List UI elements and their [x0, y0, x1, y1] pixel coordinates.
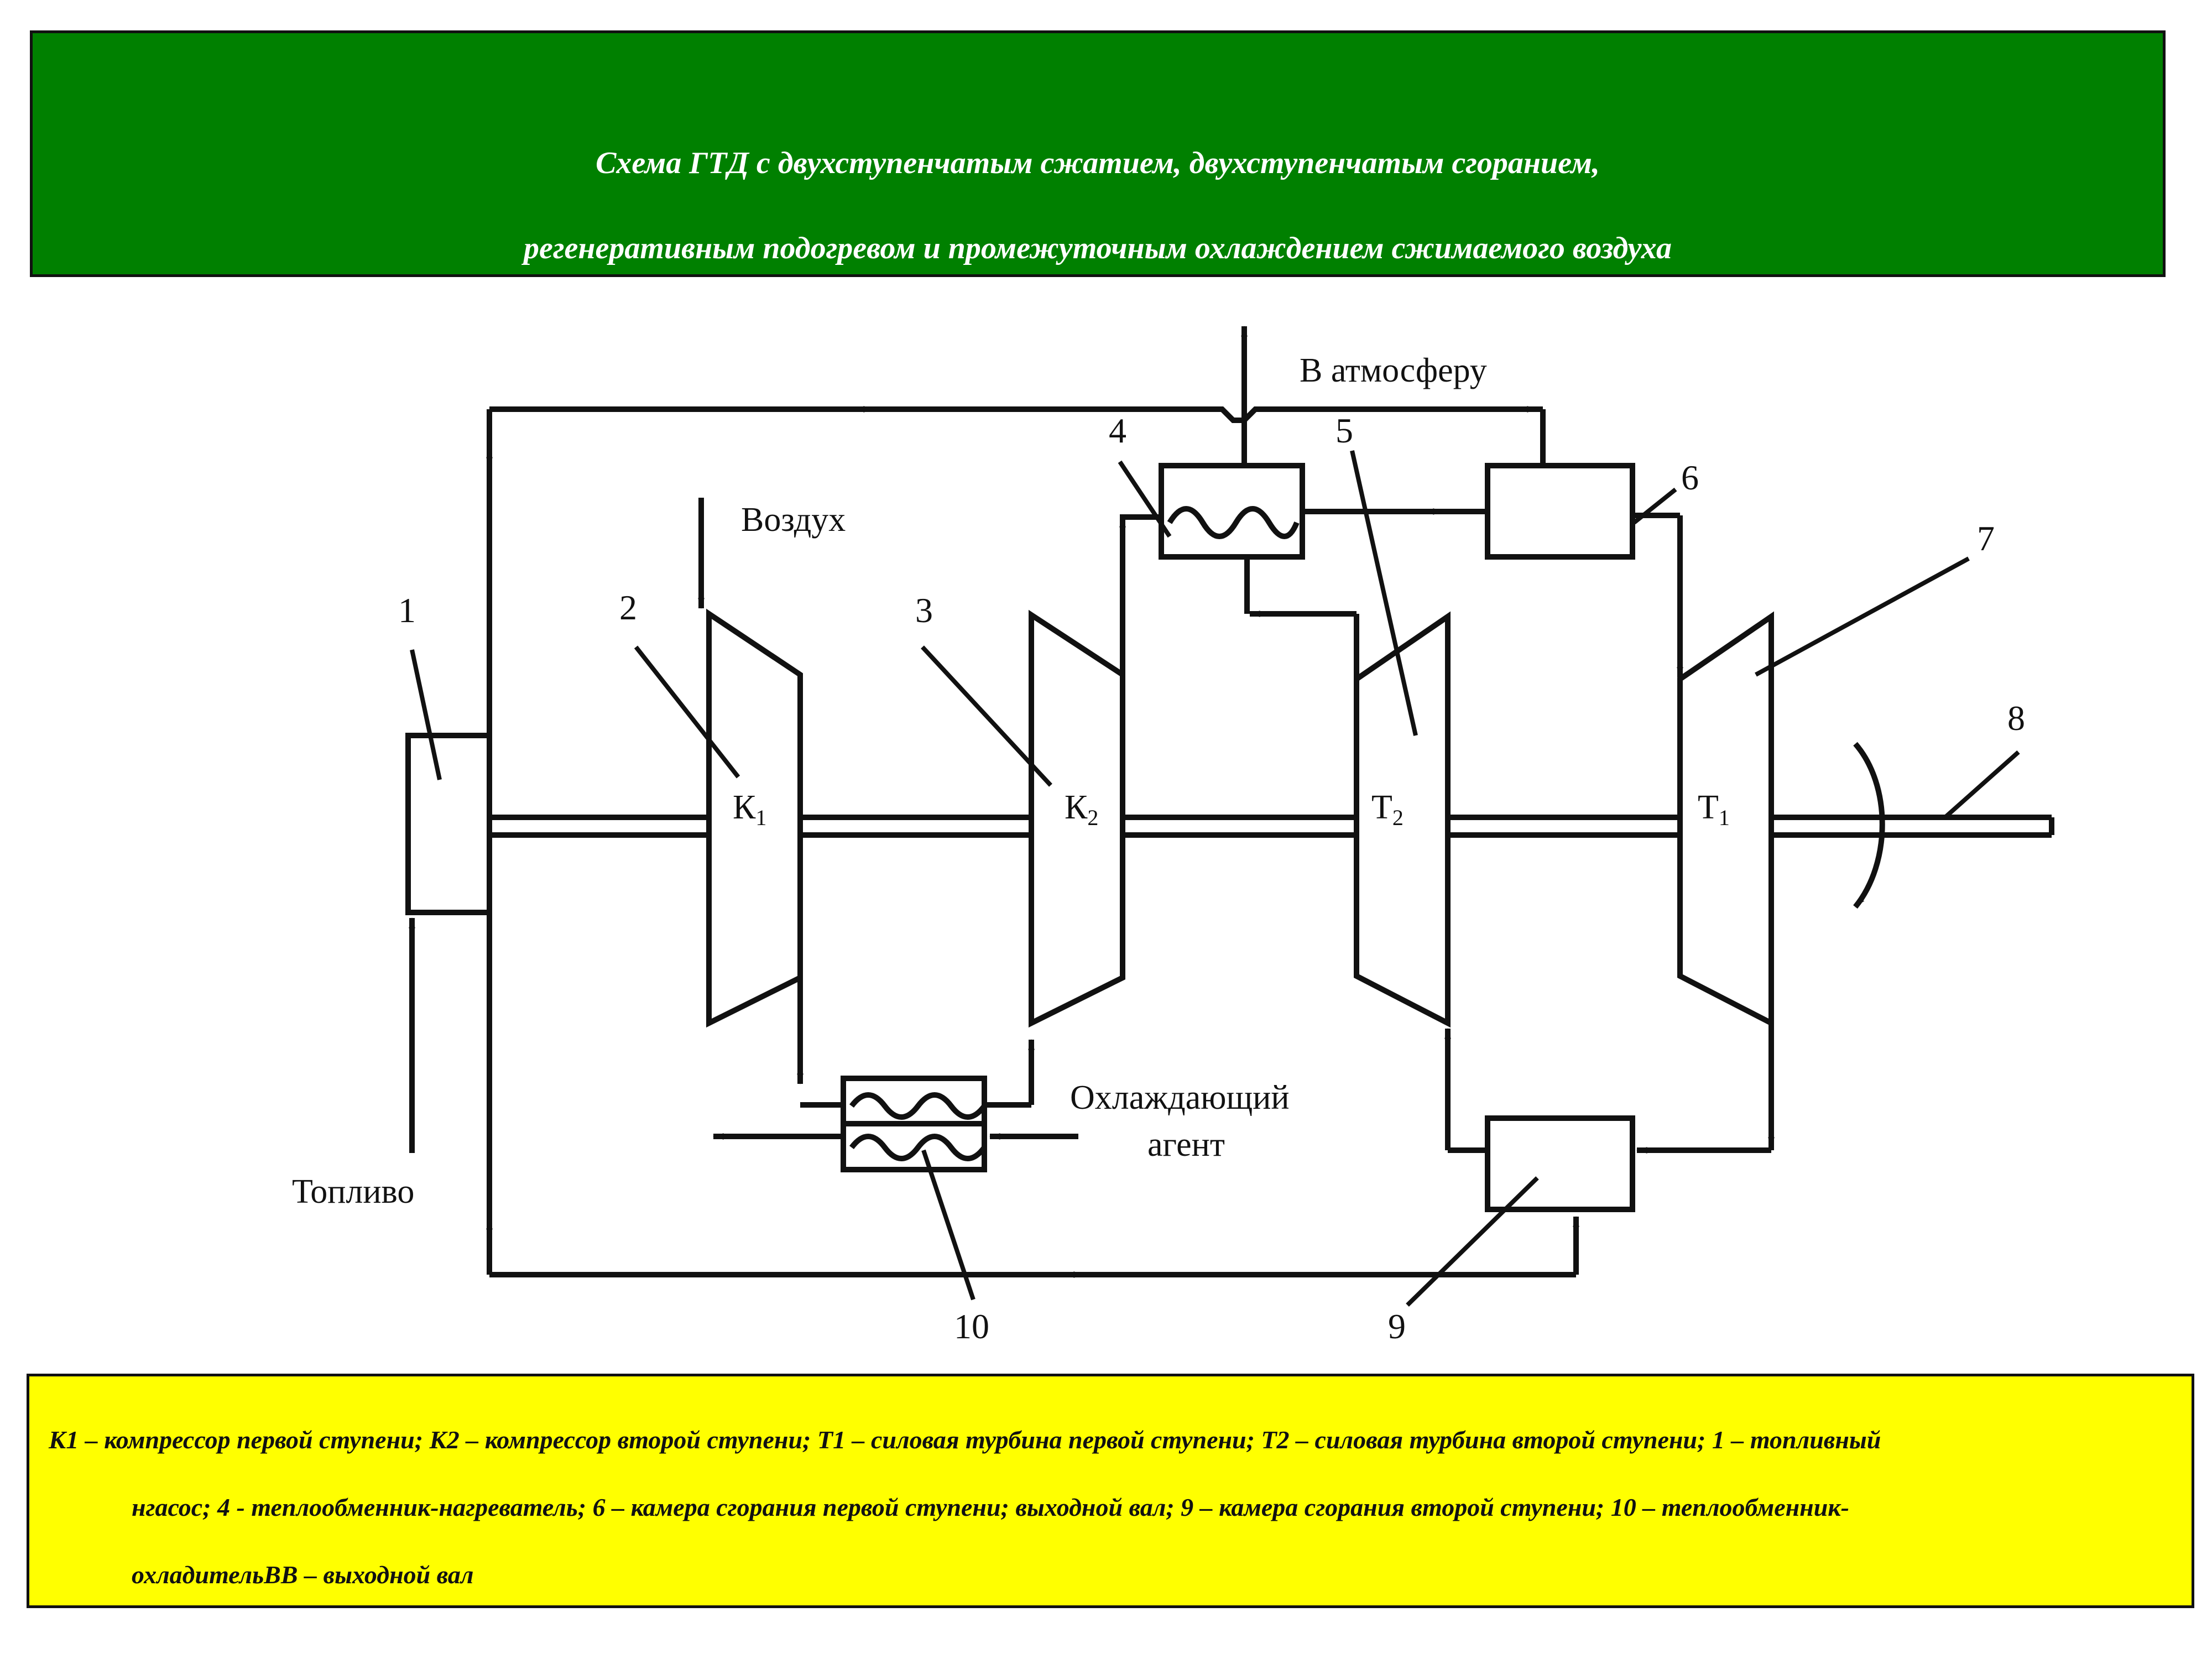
title-line-2: регенеративным подогревом и промежуточны…: [524, 231, 1672, 265]
title-line-1: Схема ГТД с двухступенчатым сжатием, дву…: [596, 146, 1600, 180]
t2-label: Т2: [1371, 789, 1404, 830]
number-4: 4: [1109, 411, 1126, 450]
number-7: 7: [1977, 519, 1995, 558]
rotation-arrow: [1853, 742, 1885, 909]
fuel-pump-box: [405, 733, 492, 915]
turbine-t2: [1354, 611, 1451, 1028]
combustion-chamber-9: [1485, 1115, 1635, 1212]
legend-line-1: К1 – компрессор первой ступени; К2 – ком…: [49, 1426, 1881, 1454]
number-9: 9: [1388, 1307, 1406, 1346]
number-8: 8: [2007, 698, 2025, 738]
number-2: 2: [619, 588, 637, 627]
number-3: 3: [915, 591, 933, 630]
number-1: 1: [398, 591, 416, 630]
number-10: 10: [954, 1307, 989, 1346]
coolant-label-line2: агент: [1147, 1126, 1225, 1164]
legend-line-3: охладительВВ – выходной вал: [132, 1561, 474, 1589]
air-label: Воздух: [741, 501, 846, 539]
compressor-k2: [1029, 609, 1125, 1028]
k2-label: К2: [1065, 789, 1098, 830]
number-6: 6: [1681, 458, 1699, 497]
combustion-chamber-6: [1485, 463, 1635, 560]
number-5: 5: [1335, 411, 1353, 450]
t1-label: Т1: [1698, 789, 1730, 830]
fuel-line-top: [489, 406, 1543, 423]
fuel-label: Топливо: [292, 1173, 414, 1211]
atmosphere-label: В атмосферу: [1300, 352, 1487, 389]
title-banner: Схема ГТД с двухступенчатым сжатием, дву…: [30, 30, 2166, 277]
k1-label: К1: [733, 789, 766, 830]
legend-line-2: нгасос; 4 - теплообменник-нагреватель; 6…: [132, 1493, 1849, 1521]
coolant-label-line1: Охлаждающий: [1070, 1079, 1290, 1117]
legend-box: К1 – компрессор первой ступени; К2 – ком…: [27, 1374, 2194, 1608]
